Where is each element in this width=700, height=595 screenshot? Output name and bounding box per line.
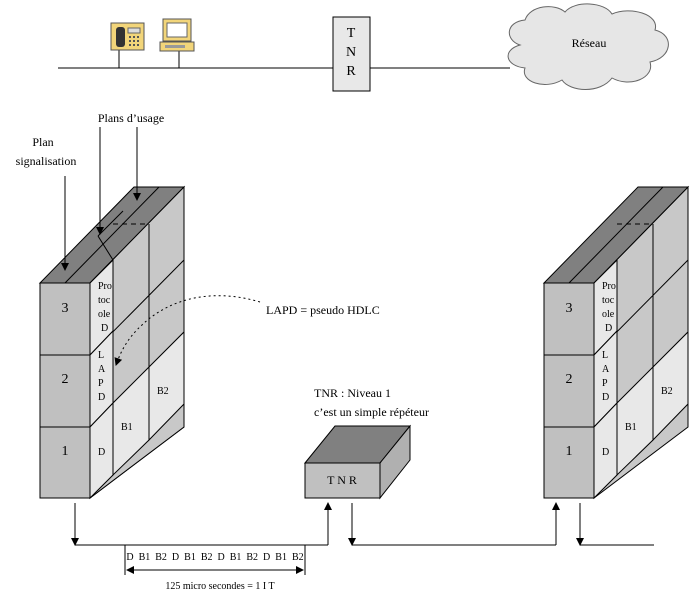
left-lapd-l: L — [98, 350, 104, 361]
left-lapd-a: A — [98, 364, 106, 375]
plans-usage-label: Plans d’usage — [98, 111, 164, 125]
lapd-annotation: LAPD = pseudo HDLC — [114, 295, 380, 366]
right-lapd-a: A — [602, 364, 610, 375]
left-level-3: 3 — [62, 301, 69, 316]
repeater-label: T N R — [327, 473, 357, 487]
left-lapd-p: P — [98, 378, 104, 389]
plan-signalisation-label-1: Plan — [32, 135, 53, 149]
left-protocol-word-1: Pro — [98, 281, 112, 292]
left-d-label: D — [98, 447, 105, 458]
tnr-letter-t: T — [347, 26, 356, 41]
right-level-1: 1 — [566, 444, 573, 459]
lapd-label: LAPD = pseudo HDLC — [266, 303, 380, 317]
right-protocol-word-4: D — [605, 323, 612, 334]
tnr-box-network: T N R — [332, 16, 371, 92]
tnr-note-line1: TNR : Niveau 1 — [314, 386, 391, 400]
lapd-dotted-arrow — [114, 295, 261, 366]
right-lapd-l: L — [602, 350, 608, 361]
left-b2-label: B2 — [157, 386, 169, 397]
frame-sequence-text: D B1 B2 D B1 B2 D B1 B2 D B1 B2 — [126, 552, 303, 563]
right-b2-label: B2 — [661, 386, 673, 397]
frame-duration-label: 125 micro secondes = 1 I T — [165, 581, 274, 592]
bottom-links — [71, 502, 654, 546]
tnr-letter-n: N — [346, 45, 356, 60]
right-d-label: D — [602, 447, 609, 458]
left-b1-label: B1 — [121, 422, 133, 433]
left-protocol-word-2: toc — [98, 295, 111, 306]
computer-icon — [159, 18, 195, 68]
right-protocol-word-1: Pro — [602, 281, 616, 292]
left-level-2: 2 — [62, 372, 69, 387]
right-b1-label: B1 — [625, 422, 637, 433]
tnr-letter-r: R — [346, 64, 356, 79]
network-cloud: Réseau — [507, 3, 669, 90]
right-protocol-word-3: ole — [602, 309, 615, 320]
left-protocol-word-3: ole — [98, 309, 111, 320]
cloud-label: Réseau — [572, 36, 607, 50]
left-protocol-word-4: D — [101, 323, 108, 334]
right-level-2: 2 — [566, 372, 573, 387]
right-lapd-p: P — [602, 378, 608, 389]
right-level-3: 3 — [566, 301, 573, 316]
left-lapd-d: D — [98, 392, 105, 403]
tnr-note: TNR : Niveau 1 c’est un simple répéteur — [314, 386, 429, 419]
frame-sequence: D B1 B2 D B1 B2 D B1 B2 D B1 B2 125 micr… — [124, 545, 306, 592]
left-protocol-stack: 3 2 1 Pro toc ole D L A P D D B1 B2 — [38, 185, 186, 500]
telephone-icon — [110, 22, 145, 68]
tnr-repeater-box: T N R — [303, 424, 412, 500]
plan-labels: Plan signalisation Plans d’usage — [16, 111, 164, 271]
plan-signalisation-label-2: signalisation — [16, 154, 77, 168]
left-level-1: 1 — [62, 444, 69, 459]
right-lapd-d: D — [602, 392, 609, 403]
tnr-note-line2: c’est un simple répéteur — [314, 405, 429, 419]
right-protocol-stack: 3 2 1 Pro toc ole D L A P D D B1 B2 — [542, 185, 690, 500]
right-protocol-word-2: toc — [602, 295, 615, 306]
top-network: T N R Réseau — [58, 3, 669, 92]
